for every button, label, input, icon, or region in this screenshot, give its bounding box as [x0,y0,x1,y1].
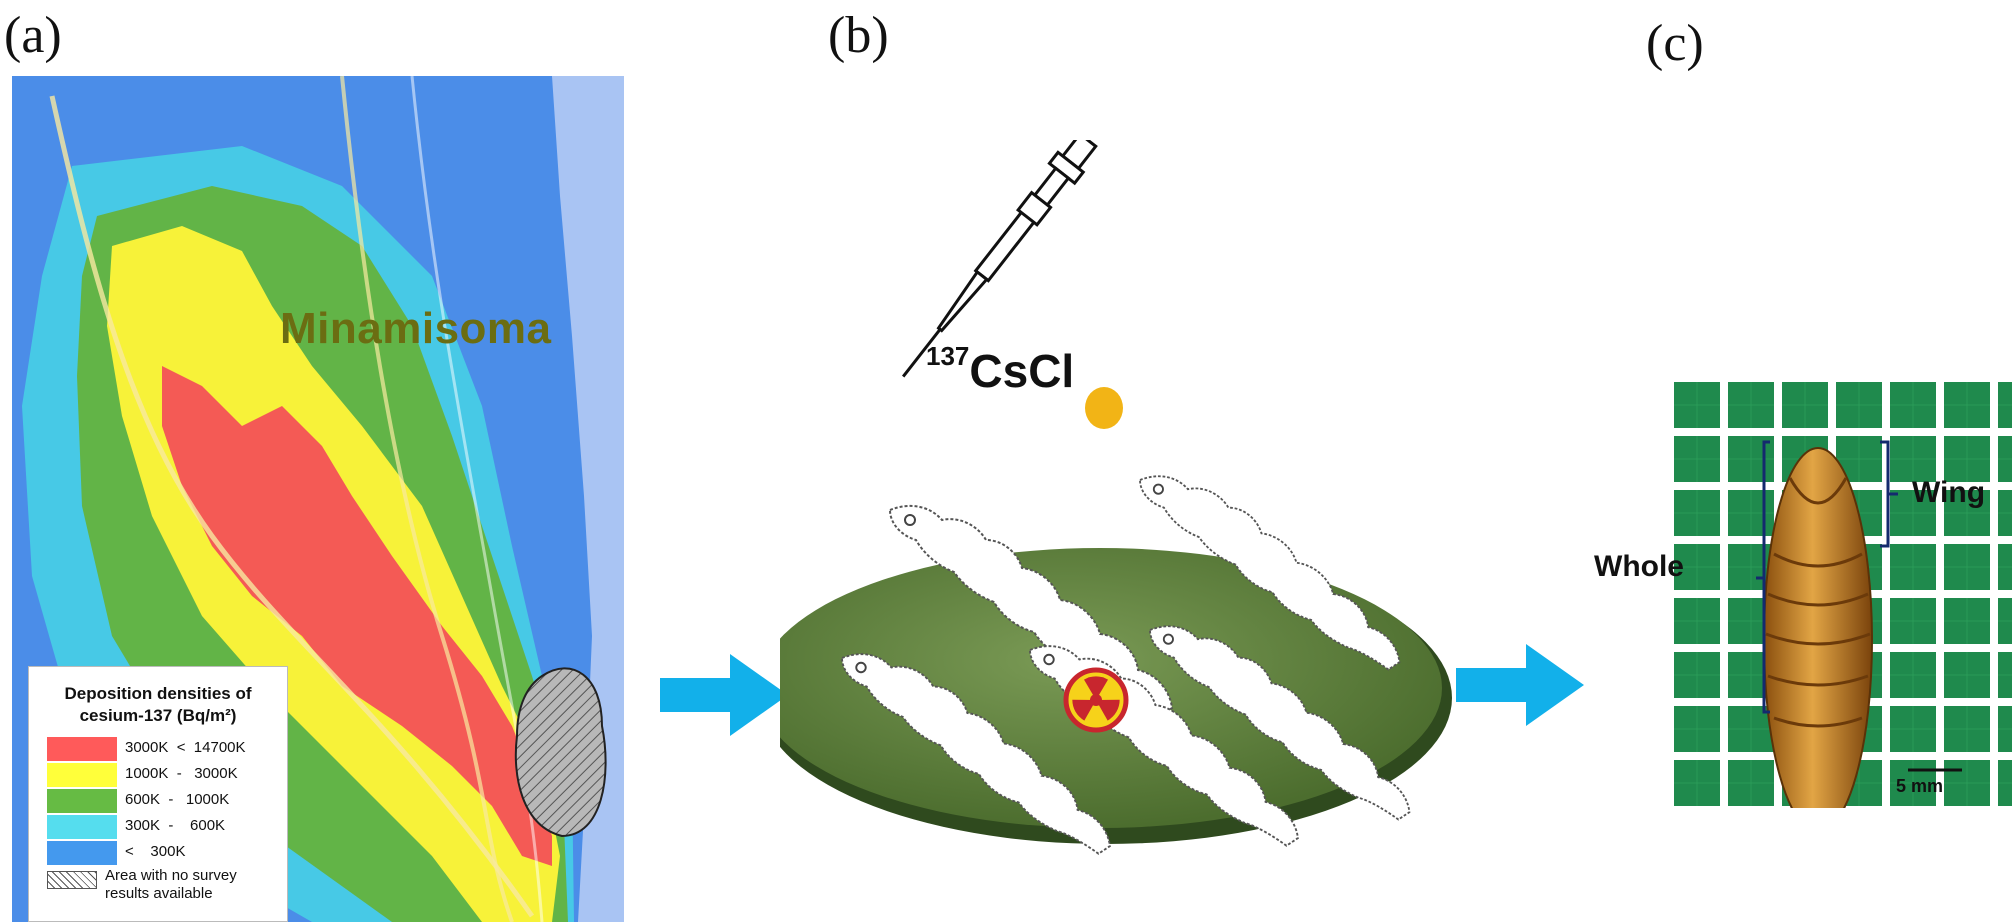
legend-range: 3000K < 14700K [125,739,246,756]
legend-title: Deposition densities of cesium-137 (Bq/m… [29,683,287,727]
legend-no-data-text: Area with no survey results available [105,867,237,902]
arrow-a-to-b [660,654,788,736]
compound-mass: 137 [926,340,970,371]
city-label: Minamisoma [280,304,552,353]
scale-label: 5 mm [1896,776,1944,796]
panel-label-a: (a) [4,7,62,64]
droplet [1085,387,1123,429]
bracket-whole [1756,440,1770,714]
panel-label-c: (c) [1646,15,1704,72]
road [340,76,514,922]
arrow-right-icon [660,654,788,736]
contamination-map: Minamisoma Deposition densities of cesiu… [12,76,624,922]
legend-swatch [47,737,117,761]
zone-3000k-14700k [162,366,552,866]
pipette [901,140,1098,378]
legend-row: < 300K [47,839,285,867]
legend-row: 1000K - 3000K [47,761,285,789]
road [49,95,535,918]
legend-title-line2: cesium-137 (Bq/m²) [79,706,237,725]
panel-label-b: (b) [828,7,889,64]
legend-row: 3000K < 14700K [47,735,285,763]
compound-name: CsCl [969,345,1075,397]
legend-title-line1: Deposition densities of [64,684,252,703]
legend-swatch [47,815,117,839]
map-legend: Deposition densities of cesium-137 (Bq/m… [28,666,288,922]
legend-swatch [47,789,117,813]
legend-row: 600K - 1000K [47,787,285,815]
radiation-icon [1063,667,1129,733]
arrow-b-to-c [1456,644,1584,726]
dosing-diagram [780,140,1452,855]
whole-label: Whole [1594,550,1684,583]
legend-range: 300K - 600K [125,817,226,834]
no-survey-area [514,667,607,838]
legend-row: 300K - 600K [47,813,285,841]
pupa-photo [1670,378,2012,808]
legend-range: 1000K - 3000K [125,765,238,782]
arrow-right-icon [1456,644,1584,726]
legend-swatch [47,841,117,865]
legend-swatch [47,763,117,787]
legend-hatch-swatch [47,871,97,889]
compound-label: 137CsCl [926,340,1075,398]
bracket-wing [1880,440,1898,548]
legend-range: 600K - 1000K [125,791,230,808]
pupa-photo-graphic [1670,378,2012,808]
legend-range: < 300K [125,843,186,860]
wing-label: Wing [1912,476,1986,509]
